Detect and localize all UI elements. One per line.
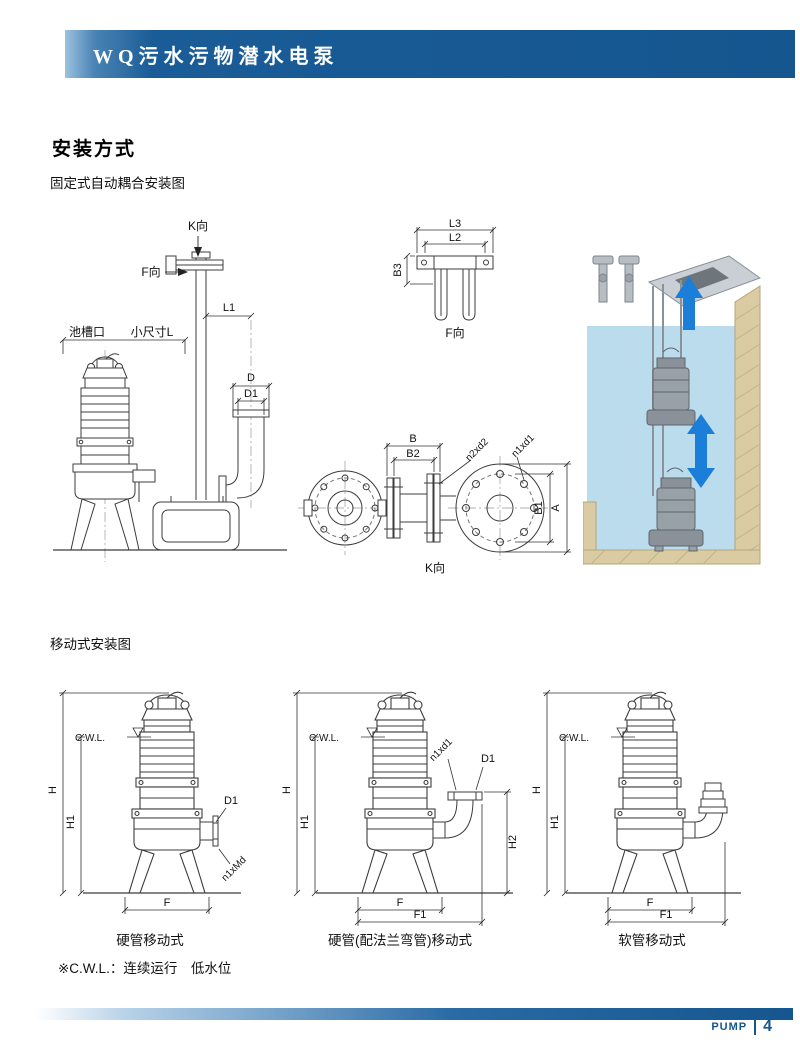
label-cwl-rigid: C.W.L. bbox=[75, 733, 105, 744]
footer-bar bbox=[35, 1008, 793, 1020]
installation-illustration bbox=[583, 255, 761, 565]
dim-label-b3: B3 bbox=[392, 263, 404, 276]
page-header: WQ污水污物潜水电泵 bbox=[65, 30, 795, 78]
wall-hatch bbox=[734, 303, 761, 561]
lower-pump bbox=[648, 467, 704, 552]
dim-label-n2xd2: n2xd2 bbox=[464, 436, 491, 463]
dim-label-h-hose: H bbox=[531, 786, 543, 794]
footer-brand: PUMP bbox=[711, 1021, 748, 1033]
label-f-direction-view: F向 bbox=[445, 325, 464, 340]
dim-label-f-rigid: F bbox=[164, 897, 171, 909]
fig-mobile-rigid: C.W.L. H H1 D1 F n1xMd bbox=[47, 689, 249, 914]
dim-label-b2: B2 bbox=[406, 448, 419, 460]
dim-label-f-hose: F bbox=[647, 897, 654, 909]
footer-page-number: 4 bbox=[763, 1018, 772, 1035]
dim-label-d1-rigid: D1 bbox=[224, 795, 238, 807]
dim-label-n1xd1-elbow: n1xd1 bbox=[428, 736, 455, 763]
upper-pump bbox=[646, 347, 696, 426]
pump-figure bbox=[128, 691, 206, 894]
page-header-title: WQ污水污物潜水电泵 bbox=[93, 45, 339, 68]
dim-label-h2-elbow: H2 bbox=[507, 835, 519, 849]
fig-mobile-elbow: C.W.L. H H1 n1xd1 D1 H2 F F1 bbox=[281, 689, 519, 926]
dim-label-b1: B1 bbox=[533, 501, 545, 514]
section-title: 安装方式 bbox=[52, 139, 137, 160]
up-down-arrow bbox=[687, 414, 715, 488]
dim-label-h-rigid: H bbox=[47, 786, 59, 794]
cwl-footnote: ※C.W.L.：连续运行 低水位 bbox=[58, 961, 232, 976]
fig-fixed-side-labels: K向 F向 L1 池槽口 小尺寸L D D1 bbox=[69, 218, 258, 400]
label-k-direction: K向 bbox=[188, 218, 208, 233]
dim-label-h1-rigid: H1 bbox=[65, 815, 77, 829]
fig-coupling-drawing bbox=[298, 456, 554, 560]
dim-label-a: A bbox=[550, 504, 562, 512]
pump-figure bbox=[361, 691, 439, 894]
dim-label-n1xd1: n1xd1 bbox=[510, 432, 537, 459]
fig-mobile-hose: C.W.L. H H1 F F1 bbox=[531, 689, 741, 926]
pump-outline bbox=[70, 353, 140, 551]
caption-hose-mobile: 软管移动式 bbox=[618, 933, 686, 948]
tank-wall bbox=[734, 285, 761, 561]
caption-elbow-mobile: 硬管(配法兰弯管)移动式 bbox=[328, 933, 472, 948]
fig-bracket-labels: L3 L2 B3 F向 bbox=[392, 218, 465, 340]
k-direction-arrow bbox=[194, 247, 202, 257]
label-size-l: 小尺寸L bbox=[131, 325, 174, 339]
label-cwl-hose: C.W.L. bbox=[559, 733, 589, 744]
label-k-direction-view: K向 bbox=[425, 560, 445, 575]
mobile-installation-drawings: C.W.L. H H1 D1 F n1xMd bbox=[47, 689, 741, 926]
dim-label-f1-hose: F1 bbox=[660, 909, 673, 921]
wall-step bbox=[583, 501, 597, 551]
f-direction-arrow bbox=[178, 268, 188, 276]
footer-divider bbox=[754, 1019, 757, 1035]
discharge-flange bbox=[232, 409, 270, 418]
dim-label-b: B bbox=[409, 433, 416, 445]
label-cwl-elbow: C.W.L. bbox=[309, 733, 339, 744]
lift-up-arrow bbox=[675, 276, 703, 330]
dim-label-f1-elbow: F1 bbox=[414, 909, 427, 921]
dim-label-l3: L3 bbox=[449, 218, 461, 230]
label-tank-notch: 池槽口 bbox=[69, 325, 105, 339]
fig-fixed-side-dimensions bbox=[59, 312, 273, 415]
fixed-installation-drawings: K向 F向 L1 池槽口 小尺寸L D D1 L3 L2 B3 F向 bbox=[53, 218, 571, 575]
floor-hatch bbox=[590, 549, 718, 565]
dim-label-d1: D1 bbox=[244, 388, 258, 400]
pump-figure bbox=[611, 691, 689, 894]
mobile-diagram-title: 移动式安装图 bbox=[50, 637, 131, 652]
dim-label-d1-elbow: D1 bbox=[481, 753, 495, 765]
dim-label-l1: L1 bbox=[223, 302, 235, 314]
dim-label-h1-hose: H1 bbox=[549, 815, 561, 829]
guide-pipe-fittings bbox=[592, 255, 640, 303]
fig-bracket-drawing bbox=[416, 255, 494, 321]
dim-label-d: D bbox=[247, 372, 255, 384]
dim-label-n1xmd: n1xMd bbox=[220, 855, 249, 884]
dim-label-h1-elbow: H1 bbox=[299, 815, 311, 829]
fig-bracket-dimensions bbox=[403, 226, 497, 288]
label-f-direction: F向 bbox=[141, 264, 160, 279]
caption-rigid-mobile: 硬管移动式 bbox=[116, 933, 184, 948]
dim-label-f-elbow: F bbox=[397, 897, 404, 909]
fixed-diagram-title: 固定式自动耦合安装图 bbox=[50, 176, 185, 191]
dim-label-h-elbow: H bbox=[281, 786, 293, 794]
footer-meta: PUMP 4 bbox=[711, 1018, 772, 1036]
fig-fixed-side-drawing bbox=[53, 236, 287, 562]
tank-floor bbox=[583, 549, 761, 565]
dim-label-l2: L2 bbox=[449, 232, 461, 244]
fig-coupling-dimensions bbox=[383, 442, 571, 556]
